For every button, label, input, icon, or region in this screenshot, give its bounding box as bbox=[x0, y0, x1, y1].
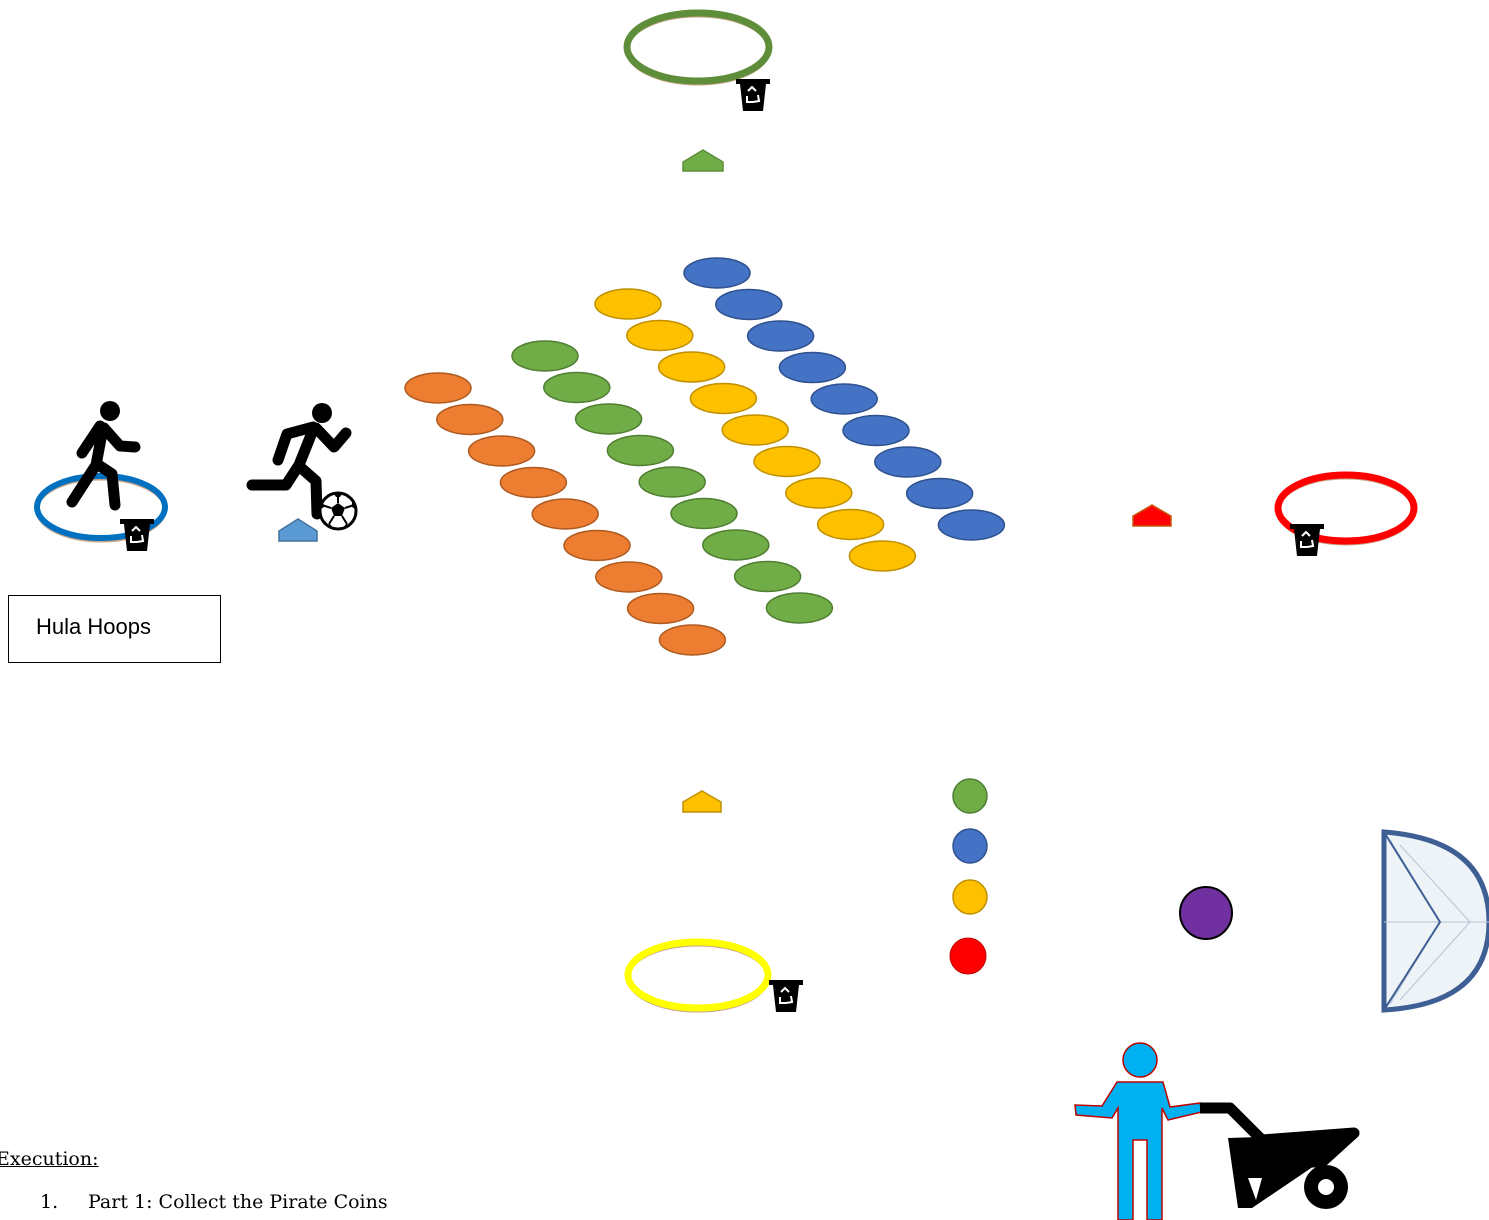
yellow-spot bbox=[849, 541, 915, 571]
yellow-spot bbox=[595, 289, 661, 319]
green-spot bbox=[607, 436, 673, 466]
home-base-icon bbox=[1133, 505, 1171, 526]
green-spot bbox=[544, 373, 610, 403]
blue-spot bbox=[684, 258, 750, 288]
home-base-icon bbox=[683, 150, 723, 171]
orange-spot bbox=[469, 436, 535, 466]
blue-spot bbox=[748, 321, 814, 351]
green-spot bbox=[576, 404, 642, 434]
yellow-ball bbox=[953, 880, 987, 914]
execution-list: 1.Part 1: Collect the Pirate Coins bbox=[40, 1191, 388, 1213]
red-ball bbox=[950, 938, 986, 974]
walking-person-icon bbox=[72, 401, 135, 505]
yellow-spot bbox=[754, 447, 820, 477]
green-spot bbox=[703, 530, 769, 560]
orange-spot bbox=[596, 562, 662, 592]
orange-spot bbox=[405, 373, 471, 403]
wheelbarrow-icon bbox=[1200, 1108, 1354, 1209]
orange-spot bbox=[628, 594, 694, 624]
yellow-spot bbox=[818, 510, 884, 540]
green-spot bbox=[512, 341, 578, 371]
list-item-number: 1. bbox=[40, 1191, 88, 1213]
orange-spot bbox=[500, 468, 566, 498]
blue-spot bbox=[907, 479, 973, 509]
green-hoop bbox=[627, 13, 769, 84]
yellow-spot bbox=[722, 415, 788, 445]
orange-spot bbox=[659, 625, 725, 655]
blue-spot bbox=[779, 353, 845, 383]
person-icon bbox=[1075, 1043, 1202, 1220]
green-spot bbox=[766, 593, 832, 623]
yellow-spot bbox=[659, 352, 725, 382]
green-spot bbox=[671, 499, 737, 529]
yellow-hoop bbox=[628, 942, 768, 1011]
purple-ball bbox=[1180, 887, 1232, 939]
recycle-bin-icon bbox=[736, 79, 770, 111]
orange-spot bbox=[532, 499, 598, 529]
orange-spot bbox=[437, 405, 503, 435]
execution-heading: Execution: bbox=[0, 1148, 99, 1170]
list-item-text: Part 1: Collect the Pirate Coins bbox=[88, 1191, 388, 1213]
blue-spot bbox=[843, 416, 909, 446]
home-base-icon bbox=[683, 791, 721, 812]
green-ball bbox=[953, 779, 987, 813]
blue-spot bbox=[875, 447, 941, 477]
blue-spot bbox=[716, 290, 782, 320]
recycle-bin-icon bbox=[769, 980, 803, 1012]
hula-hoops-label: Hula Hoops bbox=[8, 595, 221, 663]
spot-markers bbox=[405, 258, 1004, 655]
yellow-spot bbox=[786, 478, 852, 508]
soccer-ball-icon bbox=[320, 493, 356, 529]
home-base-icon bbox=[279, 519, 317, 541]
orange-spot bbox=[564, 531, 630, 561]
yellow-spot bbox=[690, 384, 756, 414]
green-spot bbox=[735, 562, 801, 592]
blue-spot bbox=[938, 510, 1004, 540]
yellow-spot bbox=[627, 321, 693, 351]
blue-spot bbox=[811, 384, 877, 414]
green-spot bbox=[639, 467, 705, 497]
blue-ball bbox=[953, 829, 987, 863]
small-net-goal-icon bbox=[1384, 832, 1489, 1010]
